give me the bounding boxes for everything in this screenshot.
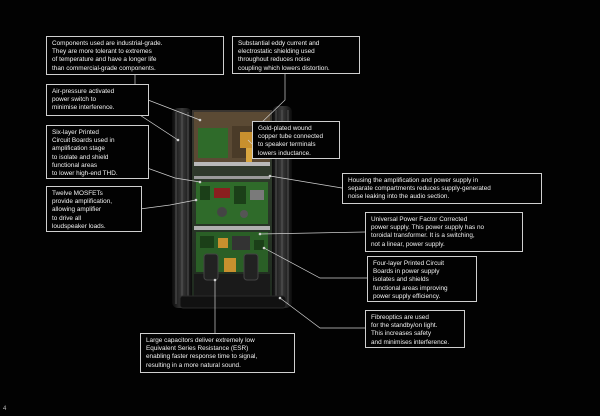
callout-four-layer-pcb: Four-layer Printed Circuit Boards in pow… bbox=[367, 256, 477, 302]
callout-large-capacitors: Large capacitors deliver extremely low E… bbox=[140, 333, 295, 373]
callout-air-pressure-switch: Air-pressure activated power switch to m… bbox=[46, 84, 149, 116]
callout-gold-plated-tube: Gold-plated wound copper tube connected … bbox=[252, 121, 340, 159]
callout-mosfets: Twelve MOSFETs provide amplification, al… bbox=[46, 186, 142, 232]
callout-pfc-power-supply: Universal Power Factor Corrected power s… bbox=[365, 212, 523, 252]
page-number: 4 bbox=[3, 406, 7, 412]
callout-fibreoptics: Fibreoptics are used for the standby/on … bbox=[365, 310, 465, 348]
callout-six-layer-pcb: Six-layer Printed Circuit Boards used in… bbox=[46, 125, 149, 179]
callout-industrial-grade: Components used are industrial-grade. Th… bbox=[46, 36, 224, 75]
callout-separate-compartments: Housing the amplification and power supp… bbox=[342, 173, 542, 204]
heatsink-left bbox=[172, 108, 192, 308]
callout-eddy-current-shielding: Substantial eddy current and electrostat… bbox=[232, 36, 360, 74]
